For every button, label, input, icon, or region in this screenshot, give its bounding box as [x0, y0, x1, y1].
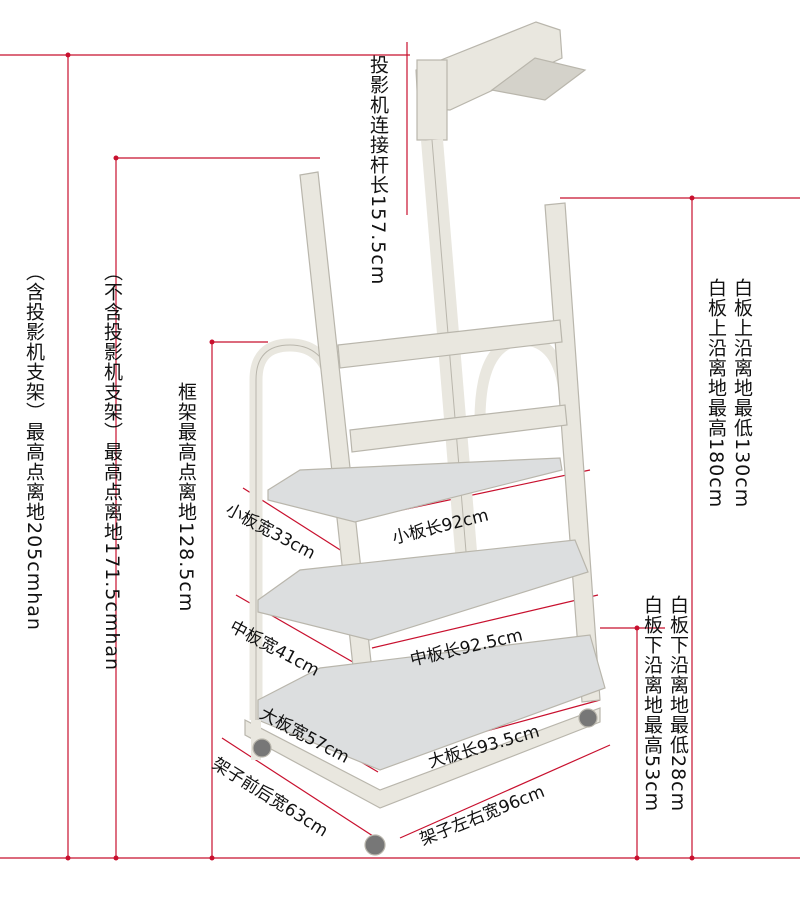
cross-bar-lower	[349, 404, 568, 453]
label-whiteboard-bottom-1: 白板下沿离地最低28cm	[667, 595, 689, 813]
dim-line-middle-length	[371, 594, 599, 649]
dimension-ticks	[65, 52, 695, 861]
wheel	[578, 708, 598, 728]
right-front-post	[544, 202, 601, 703]
projector-pole	[416, 59, 448, 141]
label-total-height: （含投影机支架）最高点离地205cmhan	[23, 262, 45, 631]
base-frame	[244, 707, 601, 809]
dim-line-frame-width	[399, 744, 611, 839]
stand-illustration	[244, 21, 606, 856]
label-frame-height: 框架最高点离地128.5cm	[175, 382, 197, 613]
dim-line-frame-depth	[221, 737, 377, 839]
label-height-without-projector: （不含投影机支架）最高点离地171.5cmhan	[101, 262, 123, 672]
small-shelf	[267, 457, 563, 523]
label-whiteboard-top-1: 白板上沿离地最低130cm	[731, 278, 753, 509]
label-projector-pole: 投影机连接杆长157.5cm	[367, 55, 389, 286]
middle-shelf	[257, 539, 589, 641]
label-whiteboard-top-2: 白板上沿离地最高180cm	[705, 278, 727, 509]
projector-plate	[490, 57, 587, 101]
wheel	[364, 834, 386, 856]
wheel	[252, 738, 272, 758]
label-whiteboard-bottom-2: 白板下沿离地最高53cm	[641, 595, 663, 813]
cross-bar-upper	[337, 319, 563, 369]
